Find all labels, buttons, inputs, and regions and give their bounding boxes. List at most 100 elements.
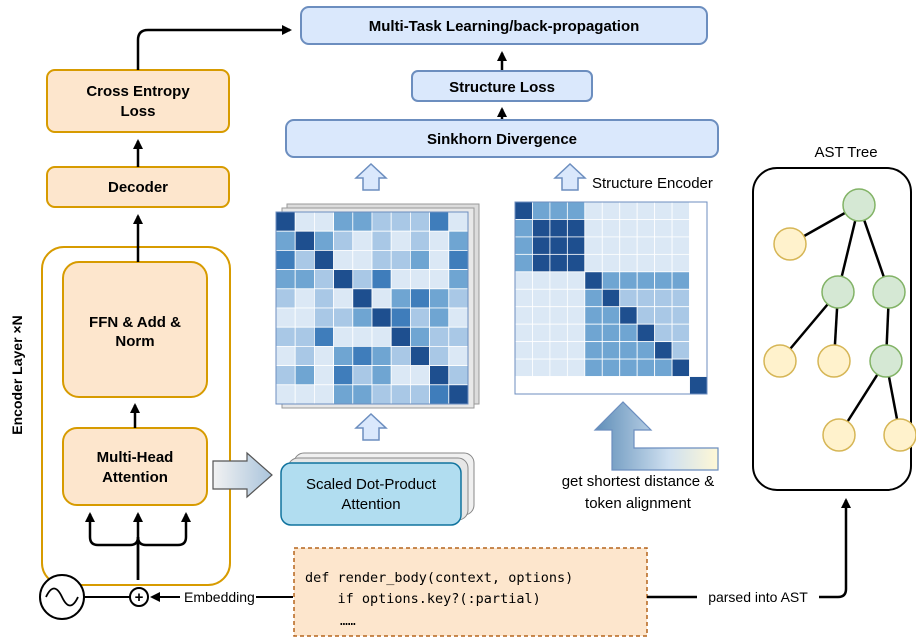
- heatmap-cell: [294, 326, 315, 347]
- heatmap-cell: [429, 326, 450, 347]
- heatmap-cell: [601, 376, 621, 395]
- heatmap-cell: [275, 384, 296, 405]
- heatmap-cell: [333, 288, 354, 309]
- ast-node-leaf: [822, 418, 856, 452]
- heatmap-cell: [514, 271, 533, 290]
- heatmap-cell: [601, 219, 621, 238]
- attention-to-sinkhorn-arrow: [354, 162, 388, 191]
- heatmap-cell: [514, 358, 533, 377]
- heatmap-cell: [514, 201, 533, 220]
- heatmap-cell: [294, 230, 315, 251]
- heatmap-cell: [689, 376, 708, 395]
- heatmap-cell: [448, 326, 469, 347]
- heatmap-cell: [429, 365, 450, 386]
- heatmap-cell: [448, 384, 469, 405]
- heatmap-cell: [636, 201, 656, 220]
- parsed-label-bg: [697, 588, 819, 606]
- sdpa-to-attention-arrow: [354, 412, 388, 441]
- sdpa-label-line1: Scaled Dot-Product: [306, 476, 437, 493]
- ast-node-root: [842, 188, 876, 222]
- heatmap-cell: [514, 306, 533, 325]
- ffn-label-line2: Norm: [115, 333, 154, 350]
- heatmap-cell: [532, 323, 551, 343]
- heatmap-cell: [371, 326, 392, 347]
- mha-to-sdpa-arrow: [212, 451, 273, 499]
- heatmap-cell: [671, 201, 690, 220]
- heatmap-cell: [584, 253, 603, 273]
- structure-to-sinkhorn-arrow: [553, 162, 587, 191]
- heatmap-cell: [549, 341, 568, 360]
- heatmap-frame: [275, 211, 469, 405]
- heatmap-cell: [566, 236, 586, 255]
- cross-entropy-loss-block: [46, 69, 230, 133]
- heatmap-cell: [390, 288, 411, 309]
- heatmap-cell: [671, 288, 690, 308]
- heatmap-cell: [313, 345, 334, 366]
- heatmap-cell: [429, 249, 450, 270]
- plus-circle: [129, 587, 149, 607]
- sine-wave: [45, 587, 79, 607]
- heatmap-cell: [566, 288, 586, 308]
- heatmap-cell: [514, 341, 533, 360]
- heatmap-cell: [636, 271, 656, 290]
- heatmap-cell: [584, 236, 603, 255]
- heatmap-cell: [636, 253, 656, 273]
- heatmap-cell: [313, 211, 334, 232]
- heatmap-cell: [313, 307, 334, 328]
- heatmap-cell: [619, 253, 638, 273]
- heatmap-cell: [689, 288, 708, 308]
- heatmap-cell: [371, 288, 392, 309]
- heatmap-cell: [294, 365, 315, 386]
- heatmap-cell: [333, 249, 354, 270]
- heatmap-cell: [636, 306, 656, 325]
- heatmap-cell: [275, 345, 296, 366]
- heatmap-cell: [636, 376, 656, 395]
- attention-heatmap: [275, 211, 469, 405]
- heatmap-cell: [294, 384, 315, 405]
- heatmap-cell: [409, 307, 430, 328]
- heatmap-cell: [619, 201, 638, 220]
- heatmap-cell: [333, 326, 354, 347]
- structure-encoder-label: Structure Encoder: [592, 175, 713, 192]
- heatmap-cell: [352, 345, 373, 366]
- heatmap-cell: [371, 230, 392, 251]
- heatmap-cell: [409, 326, 430, 347]
- heatmap-cell: [514, 219, 533, 238]
- heatmap-cell: [390, 365, 411, 386]
- heatmap-cell: [333, 345, 354, 366]
- ast-tree-title: AST Tree: [814, 144, 877, 161]
- heatmap-cell: [636, 341, 656, 360]
- heatmap-cell: [654, 341, 673, 360]
- sdpa-block: [280, 462, 462, 526]
- heatmap-cell: [275, 365, 296, 386]
- encoder-layer-label: Encoder Layer ×N: [9, 315, 25, 434]
- heatmap-cell: [566, 376, 586, 395]
- ffn-label-line1: FFN & Add &: [89, 314, 181, 331]
- heatmap-cell: [429, 230, 450, 251]
- heatmap-cell: [429, 288, 450, 309]
- heatmap-cell: [352, 249, 373, 270]
- heatmap-cell: [619, 236, 638, 255]
- heatmap-cell: [514, 323, 533, 343]
- heatmap-cell: [601, 236, 621, 255]
- heatmap-cell: [671, 306, 690, 325]
- heatmap-cell: [448, 288, 469, 309]
- heatmap-cell: [566, 271, 586, 290]
- heatmap-cell: [275, 288, 296, 309]
- mha-label-line1: Multi-Head: [97, 449, 174, 466]
- heatmap-cell: [429, 269, 450, 290]
- heatmap-cell: [514, 376, 533, 395]
- heatmap-cell: [601, 341, 621, 360]
- heatmap-cell: [294, 288, 315, 309]
- heatmap-cell: [689, 271, 708, 290]
- heatmap-cell: [390, 345, 411, 366]
- heatmap-cell: [636, 219, 656, 238]
- heatmap-cell: [371, 384, 392, 405]
- heatmap-cell: [601, 271, 621, 290]
- heatmap-cell: [371, 211, 392, 232]
- heatmap-cell: [313, 230, 334, 251]
- heatmap-cell: [275, 249, 296, 270]
- heatmap-cell: [549, 323, 568, 343]
- heatmap-cell: [294, 211, 315, 232]
- heatmap-cell: [429, 211, 450, 232]
